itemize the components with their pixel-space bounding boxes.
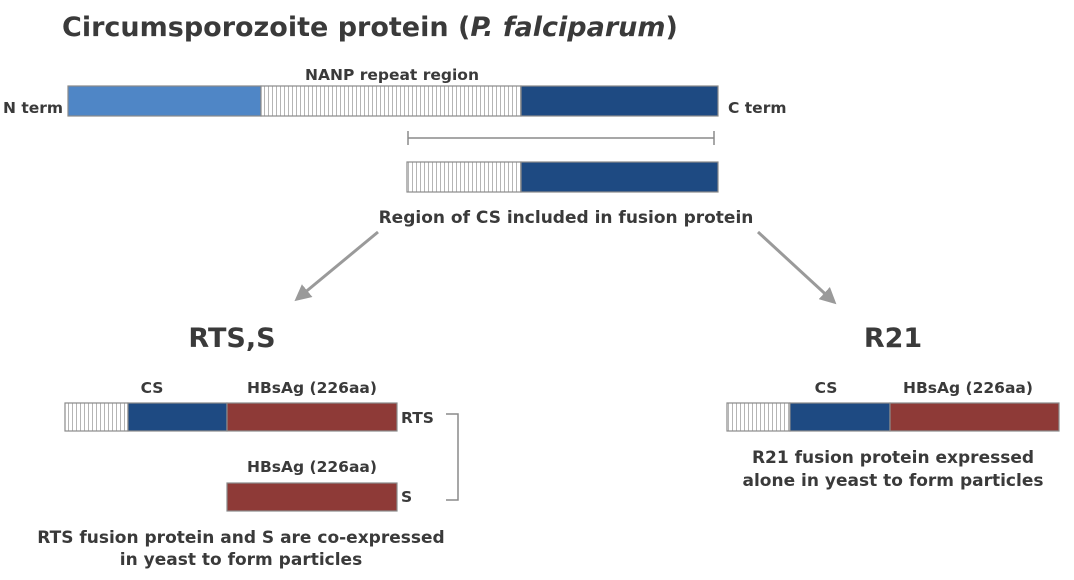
- page-title: Circumsporozoite protein (P. falciparum): [62, 12, 678, 43]
- arrow-to-r21: [756, 230, 837, 305]
- rts-repeat-segment: [64, 402, 129, 432]
- r21-repeat-segment: [726, 402, 791, 432]
- fusion-region-bar: [406, 161, 719, 193]
- c-term-segment: [520, 85, 719, 117]
- r21-hbsag-segment: [889, 402, 1060, 432]
- full-cs-protein-bar: [67, 85, 719, 117]
- s-label: S: [401, 488, 412, 506]
- r21-fusion-bar: [726, 402, 1060, 432]
- rts-hbsag-segment: [226, 402, 398, 432]
- coexpression-bracket: [446, 413, 459, 501]
- rts-label: RTS: [401, 409, 434, 427]
- n-term-segment: [67, 85, 262, 117]
- c-term-label: C term: [728, 99, 787, 117]
- r21-caption-line2: alone in yeast to form particles: [743, 471, 1044, 491]
- s-hbsag-bar: [226, 482, 398, 512]
- rts-cs-segment: [127, 402, 228, 432]
- nanp-repeat-segment: [260, 85, 522, 117]
- rtss-caption-line1: RTS fusion protein and S are co-expresse…: [37, 528, 444, 548]
- rtss-caption-line2: in yeast to form particles: [120, 550, 362, 570]
- fusion-region-bracket: [407, 131, 715, 145]
- s-hbsag-label: HBsAg (226aa): [247, 458, 377, 476]
- r21-caption-line1: R21 fusion protein expressed: [752, 448, 1034, 468]
- rtss-heading: RTS,S: [188, 323, 275, 354]
- r21-hbsag-label: HBsAg (226aa): [903, 379, 1033, 397]
- rtss-hbsag-label: HBsAg (226aa): [247, 379, 377, 397]
- r21-cs-segment: [789, 402, 891, 432]
- arrow-to-rtss: [294, 230, 379, 302]
- r21-cs-label: CS: [815, 379, 838, 397]
- fusion-region-caption: Region of CS included in fusion protein: [379, 208, 754, 228]
- rts-fusion-bar: [64, 402, 398, 432]
- rtss-cs-label: CS: [141, 379, 164, 397]
- r21-heading: R21: [864, 323, 922, 354]
- fusion-c-term-segment: [520, 161, 719, 193]
- nanp-repeat-label: NANP repeat region: [305, 66, 479, 84]
- fusion-repeat-segment: [406, 161, 522, 193]
- n-term-label: N term: [3, 99, 63, 117]
